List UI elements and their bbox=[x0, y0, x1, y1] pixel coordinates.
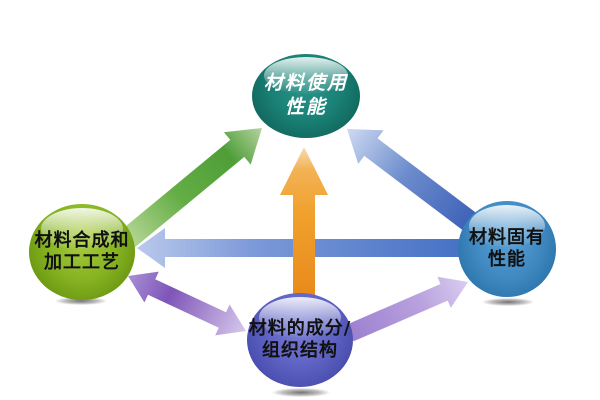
node-label: 材料使用 性能 bbox=[263, 72, 348, 118]
left-node-shadow bbox=[55, 297, 107, 305]
arrow-bottom-to-right bbox=[346, 276, 468, 342]
node-material-composition-structure: 材料的成分/ 组织结构 bbox=[247, 293, 353, 387]
node-material-synthesis-processing: 材料合成和 加工工艺 bbox=[29, 204, 135, 300]
arrow-left-bottom-bidirectional bbox=[128, 271, 246, 336]
node-label: 材料的成分/ 组织结构 bbox=[248, 317, 352, 362]
arrow-bottom-to-top bbox=[280, 147, 328, 300]
node-label: 材料合成和 加工工艺 bbox=[34, 229, 130, 274]
arrow-right-to-top bbox=[347, 129, 485, 237]
arrow-left-to-top bbox=[105, 128, 262, 261]
node-material-inherent-properties: 材料固有 性能 bbox=[458, 201, 556, 297]
node-material-usage-performance: 材料使用 性能 bbox=[252, 54, 360, 138]
right-node-shadow bbox=[482, 298, 534, 306]
bottom-node-shadow bbox=[272, 388, 330, 397]
node-label: 材料固有 性能 bbox=[469, 226, 545, 271]
